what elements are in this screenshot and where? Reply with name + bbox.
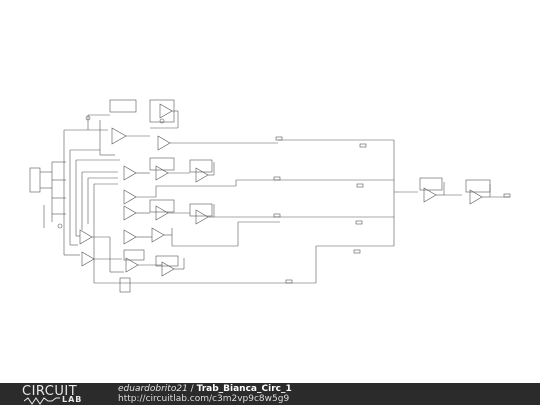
schematic-wires bbox=[29, 99, 511, 293]
schematic-canvas[interactable] bbox=[0, 0, 540, 383]
logo-text-circuit: CIRCUIT bbox=[22, 384, 78, 399]
attribution-separator: / bbox=[187, 384, 197, 394]
circuit-url[interactable]: http://circuitlab.com/c3m2vp9c8w5g9 bbox=[118, 394, 290, 404]
waveform-icon bbox=[24, 397, 60, 405]
circuitlab-logo[interactable]: CIRCUIT LAB bbox=[22, 384, 114, 405]
footer-bar: CIRCUIT LAB eduardobrito21 / Trab_Bianca… bbox=[0, 383, 540, 405]
circuit-title[interactable]: Trab_Bianca_Circ_1 bbox=[196, 384, 292, 394]
logo-text-lab: LAB bbox=[62, 395, 83, 404]
circuit-attribution: eduardobrito21 / Trab_Bianca_Circ_1 bbox=[118, 384, 292, 394]
author-name[interactable]: eduardobrito21 bbox=[118, 384, 188, 394]
